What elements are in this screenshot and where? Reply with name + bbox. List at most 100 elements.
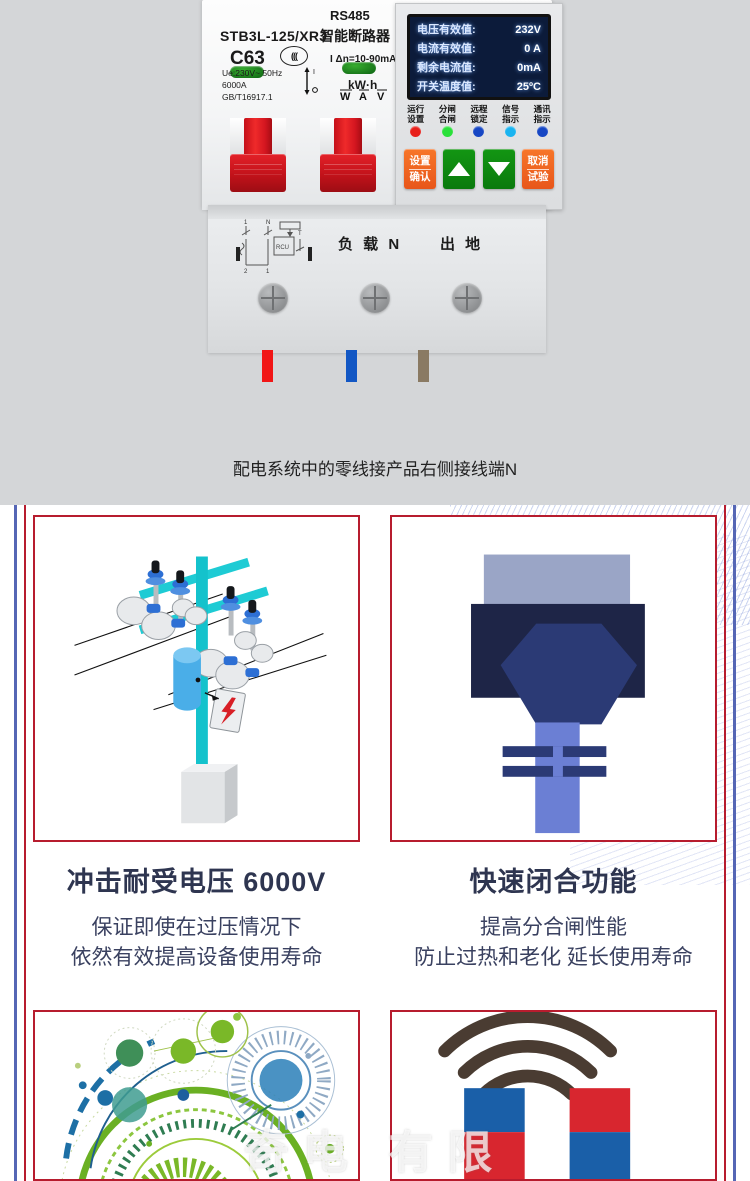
feature-title-fast-close: 快速闭合功能 — [469, 867, 638, 897]
feature-card-surge-image — [33, 515, 360, 842]
toggle-cap — [230, 154, 286, 192]
indicator-window-left — [230, 66, 264, 78]
indicator-led-signal — [505, 126, 517, 137]
up-button[interactable] — [443, 149, 476, 189]
lcd-value-current: 0 A — [524, 43, 541, 55]
breaker-terminal-body: 1 N 2 1 RCU T — [208, 205, 546, 353]
internal-circuit-diagram-icon: 1 N 2 1 RCU T — [236, 220, 312, 275]
svg-text:V: V — [377, 91, 390, 103]
wire-earth-brown — [418, 350, 429, 382]
indicator-window-right — [342, 62, 376, 74]
w-a-v-symbols-icon: W A V — [340, 89, 390, 103]
lcd-value-residual: 0mA — [517, 62, 541, 74]
indicator-label-line2: 合闸 — [438, 114, 456, 124]
on-off-arrow-icon: I — [304, 67, 318, 95]
nameplate-spec-standard: GB/T16917.1 — [222, 92, 273, 102]
power-pole-illustration — [74, 556, 327, 824]
breaker-toggle-right[interactable] — [320, 118, 376, 194]
set-confirm-label-line2: 确认 — [409, 170, 431, 183]
indicator-label-line2: 设置 — [407, 114, 425, 124]
wifi-signal-illustration — [438, 1010, 631, 1179]
contactor-illustration — [471, 554, 645, 834]
indicator-remote-lock: 远程 锁定 — [463, 104, 494, 137]
lcd-label-residual: 剩余电流值: — [417, 62, 476, 74]
feature-title-surge: 冲击耐受电压 6000V — [66, 867, 327, 897]
nameplate-rating: C63 — [230, 48, 265, 69]
indicator-label-line1: 通讯 — [533, 104, 551, 114]
feature-line-1: 提高分合闸性能 — [480, 916, 627, 939]
toggle-stem — [244, 118, 272, 158]
right-blue-rail — [733, 505, 736, 1181]
set-confirm-label-line1: 设置 — [409, 154, 431, 167]
lcd-row-residual: 剩余电流值: 0mA — [410, 59, 548, 78]
indicator-label-line1: 分闸 — [438, 104, 456, 114]
indicator-run-set: 运行 设置 — [400, 104, 431, 137]
svg-text:1: 1 — [266, 269, 270, 275]
svg-text:I: I — [313, 69, 315, 76]
toggle-slot-right — [272, 118, 286, 158]
svg-text:RCU: RCU — [276, 245, 289, 251]
up-arrow-icon — [448, 162, 471, 176]
left-blue-rail — [14, 505, 17, 1181]
wire-live-red — [262, 350, 273, 382]
feature-text-surge: 冲击耐受电压 6000V 保证即使在过压情况下 依然有效提高设备使用寿命 — [33, 860, 360, 973]
down-button[interactable] — [482, 149, 515, 189]
lcd-row-temperature: 开关温度值: 25ºC — [410, 78, 548, 97]
indicator-led-communication — [536, 126, 548, 137]
terminal-label-load-n: 负 载 N — [338, 236, 403, 253]
set-confirm-button[interactable]: 设置 确认 — [404, 149, 436, 189]
cancel-test-label-line1: 取消 — [527, 154, 549, 167]
product-photo: STB3L-125/XRJ RS485 智能断路器 C63 ((( I Δn=1… — [190, 0, 570, 400]
lcd-row-voltage: 电压有效值: 232V — [410, 21, 548, 40]
indicator-open-close: 分闸 合闸 — [432, 104, 463, 137]
indicator-signal: 信号 指示 — [495, 104, 526, 137]
indicator-led-open-close — [441, 126, 453, 137]
indicator-label-line1: 远程 — [470, 104, 488, 114]
toggle-cap — [320, 154, 376, 192]
wifi-blocks — [464, 1088, 631, 1179]
indicator-label-line1: 运行 — [407, 104, 425, 114]
lcd-row-current: 电流有效值: 0 A — [410, 40, 548, 59]
feature-text-fast-close: 快速闭合功能 提高分合闸性能 防止过热和老化 延长使用寿命 — [390, 860, 717, 973]
product-hero-section: STB3L-125/XRJ RS485 智能断路器 C63 ((( I Δn=1… — [0, 0, 750, 505]
abstract-tech-circles-illustration — [61, 1005, 344, 1181]
breaker-body: STB3L-125/XRJ RS485 智能断路器 C63 ((( I Δn=1… — [202, 0, 563, 210]
toggle-slot-left — [230, 118, 244, 158]
indicator-led-remote — [473, 126, 485, 137]
button-divider — [526, 168, 549, 170]
svg-text:T: T — [298, 231, 302, 237]
lcd-value-temperature: 25ºC — [516, 81, 541, 93]
terminal-screw-1[interactable] — [258, 283, 288, 313]
lcd-label-current: 电流有效值: — [417, 43, 476, 55]
button-divider — [409, 168, 431, 170]
terminal-label-earth: 出 地 — [440, 236, 484, 253]
ccc-certification-icon: ((( — [280, 46, 308, 66]
body-shade — [208, 205, 546, 219]
terminal-screw-2[interactable] — [360, 283, 390, 313]
lcd-control-module: 电压有效值: 232V 电流有效值: 0 A 剩余电流值: 0mA 开关温度值:… — [395, 3, 563, 210]
terminal-screw-3[interactable] — [452, 283, 482, 313]
feature-line-2: 依然有效提高设备使用寿命 — [70, 946, 323, 969]
indicator-label-line2: 指示 — [533, 114, 551, 124]
feature-card-tech-image — [33, 1005, 360, 1181]
svg-text:A: A — [359, 91, 373, 103]
right-red-rail — [724, 505, 726, 1181]
svg-text:N: N — [266, 220, 270, 226]
nameplate-smart-breaker: 智能断路器 — [320, 28, 390, 44]
control-button-row: 设置 确认 取消 试验 — [404, 149, 554, 189]
nameplate-spec-breaking: 6000A — [222, 80, 247, 90]
nameplate-energy-unit: kW·h — [348, 78, 378, 92]
indicator-communication: 通讯 指示 — [527, 104, 558, 137]
product-caption: 配电系统中的零线接产品右侧接线端N — [232, 460, 518, 479]
toggle-slot-left — [320, 118, 334, 158]
svg-text:1: 1 — [244, 220, 248, 226]
left-red-rail — [24, 505, 26, 1181]
svg-text:W: W — [340, 91, 356, 103]
cancel-test-label-line2: 试验 — [527, 170, 549, 183]
cancel-test-button[interactable]: 取消 试验 — [521, 149, 554, 189]
features-section: 冲击耐受电压 6000V 保证即使在过压情况下 依然有效提高设备使用寿命 快速闭… — [0, 505, 750, 1181]
feature-line-2: 防止过热和老化 延长使用寿命 — [414, 946, 693, 969]
wire-neutral-blue — [346, 350, 357, 382]
lcd-label-temperature: 开关温度值: — [417, 81, 476, 93]
breaker-toggle-left[interactable] — [230, 118, 286, 194]
